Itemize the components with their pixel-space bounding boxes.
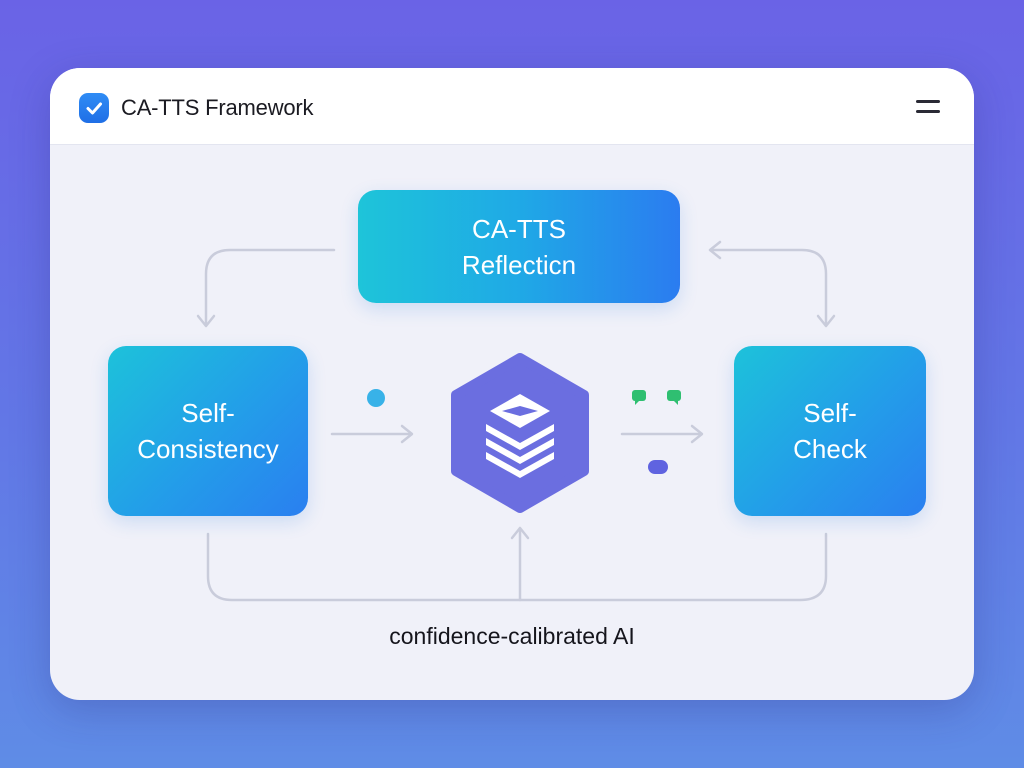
arrowhead-hub-to-right <box>690 424 704 444</box>
signal-pill <box>648 460 668 474</box>
connector-right-to-top <box>710 248 828 326</box>
node-label-line2: Consistency <box>137 434 279 464</box>
node-label-line1: CA-TTS <box>472 213 566 244</box>
chat-bubble-icon <box>632 390 646 405</box>
connector-bottom-loop <box>206 532 828 602</box>
arrowhead-into-hub <box>510 526 530 540</box>
arrowhead-top-to-left <box>196 314 216 328</box>
stacked-layers-icon <box>451 353 589 513</box>
self-consistency-node: Self- Consistency <box>108 346 308 516</box>
framework-window: CA-TTS Framework <box>50 68 974 700</box>
node-label-line1: Self- <box>181 398 235 428</box>
title-bar: CA-TTS Framework <box>50 68 974 145</box>
menu-icon[interactable] <box>916 100 942 116</box>
check-badge-icon <box>79 93 109 123</box>
chat-bubble-icon <box>667 390 681 405</box>
arrowhead-into-right <box>816 314 836 328</box>
ca-tts-reflection-node: CA-TTS Reflecticn <box>358 190 680 303</box>
signal-dot <box>367 389 385 407</box>
node-label-line1: Self- <box>803 398 857 428</box>
node-label-line2: Check <box>793 434 867 464</box>
arrowhead-into-top <box>708 240 722 260</box>
self-check-node: Self- Check <box>734 346 926 516</box>
footer-caption: confidence-calibrated AI <box>389 623 635 649</box>
diagram-connectors <box>196 240 836 602</box>
connector-top-to-left <box>204 248 336 326</box>
node-label-line2: Reflecticn <box>461 249 577 280</box>
arrowhead-left-to-hub <box>400 424 414 444</box>
window-title: CA-TTS Framework <box>121 95 314 120</box>
